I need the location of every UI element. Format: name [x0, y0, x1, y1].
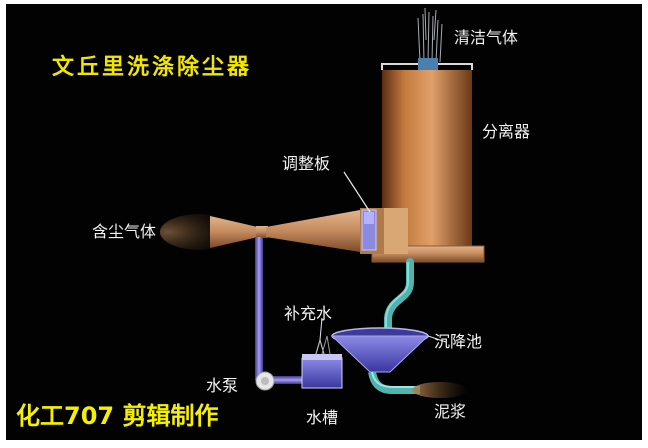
credit-caption: 化工707 剪辑制作 [16, 402, 219, 430]
drain-pipe [384, 258, 414, 338]
clean-gas-plume [417, 7, 443, 63]
label-dusty-gas: 含尘气体 [92, 222, 157, 241]
water-pump [255, 371, 275, 391]
label-pump: 水泵 [206, 376, 239, 395]
label-clean-gas: 清洁气体 [454, 28, 519, 47]
label-settling-tank: 沉降池 [434, 332, 483, 351]
label-makeup-water: 补充水 [284, 304, 333, 323]
adjustment-plate [343, 171, 377, 251]
settling-tank [330, 327, 447, 394]
label-separator: 分离器 [482, 122, 531, 141]
slurry-outflow [412, 382, 468, 398]
diagram-title: 文丘里洗涤除尘器 [52, 54, 253, 80]
label-slurry: 泥浆 [434, 402, 467, 421]
venturi-tube [160, 208, 408, 254]
water-supply-pipe [255, 237, 308, 384]
label-adjust-plate: 调整板 [282, 154, 331, 173]
water-tank [301, 317, 343, 389]
label-water-tank: 水槽 [306, 408, 339, 427]
